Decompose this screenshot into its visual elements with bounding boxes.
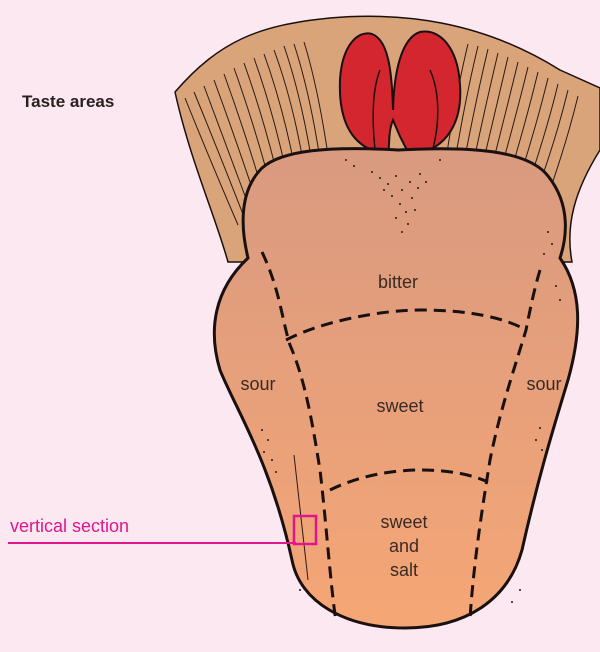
callout-label: vertical section (10, 516, 129, 536)
region-sour-right: sour (526, 374, 561, 394)
region-sweet-salt-line3: salt (390, 560, 418, 580)
region-sour-left: sour (240, 374, 275, 394)
region-sweet-salt-line1: sweet (380, 512, 427, 532)
region-bitter: bitter (378, 272, 418, 292)
region-sweet: sweet (376, 396, 423, 416)
diagram-title: Taste areas (22, 92, 114, 111)
region-sweet-salt-line2: and (389, 536, 419, 556)
